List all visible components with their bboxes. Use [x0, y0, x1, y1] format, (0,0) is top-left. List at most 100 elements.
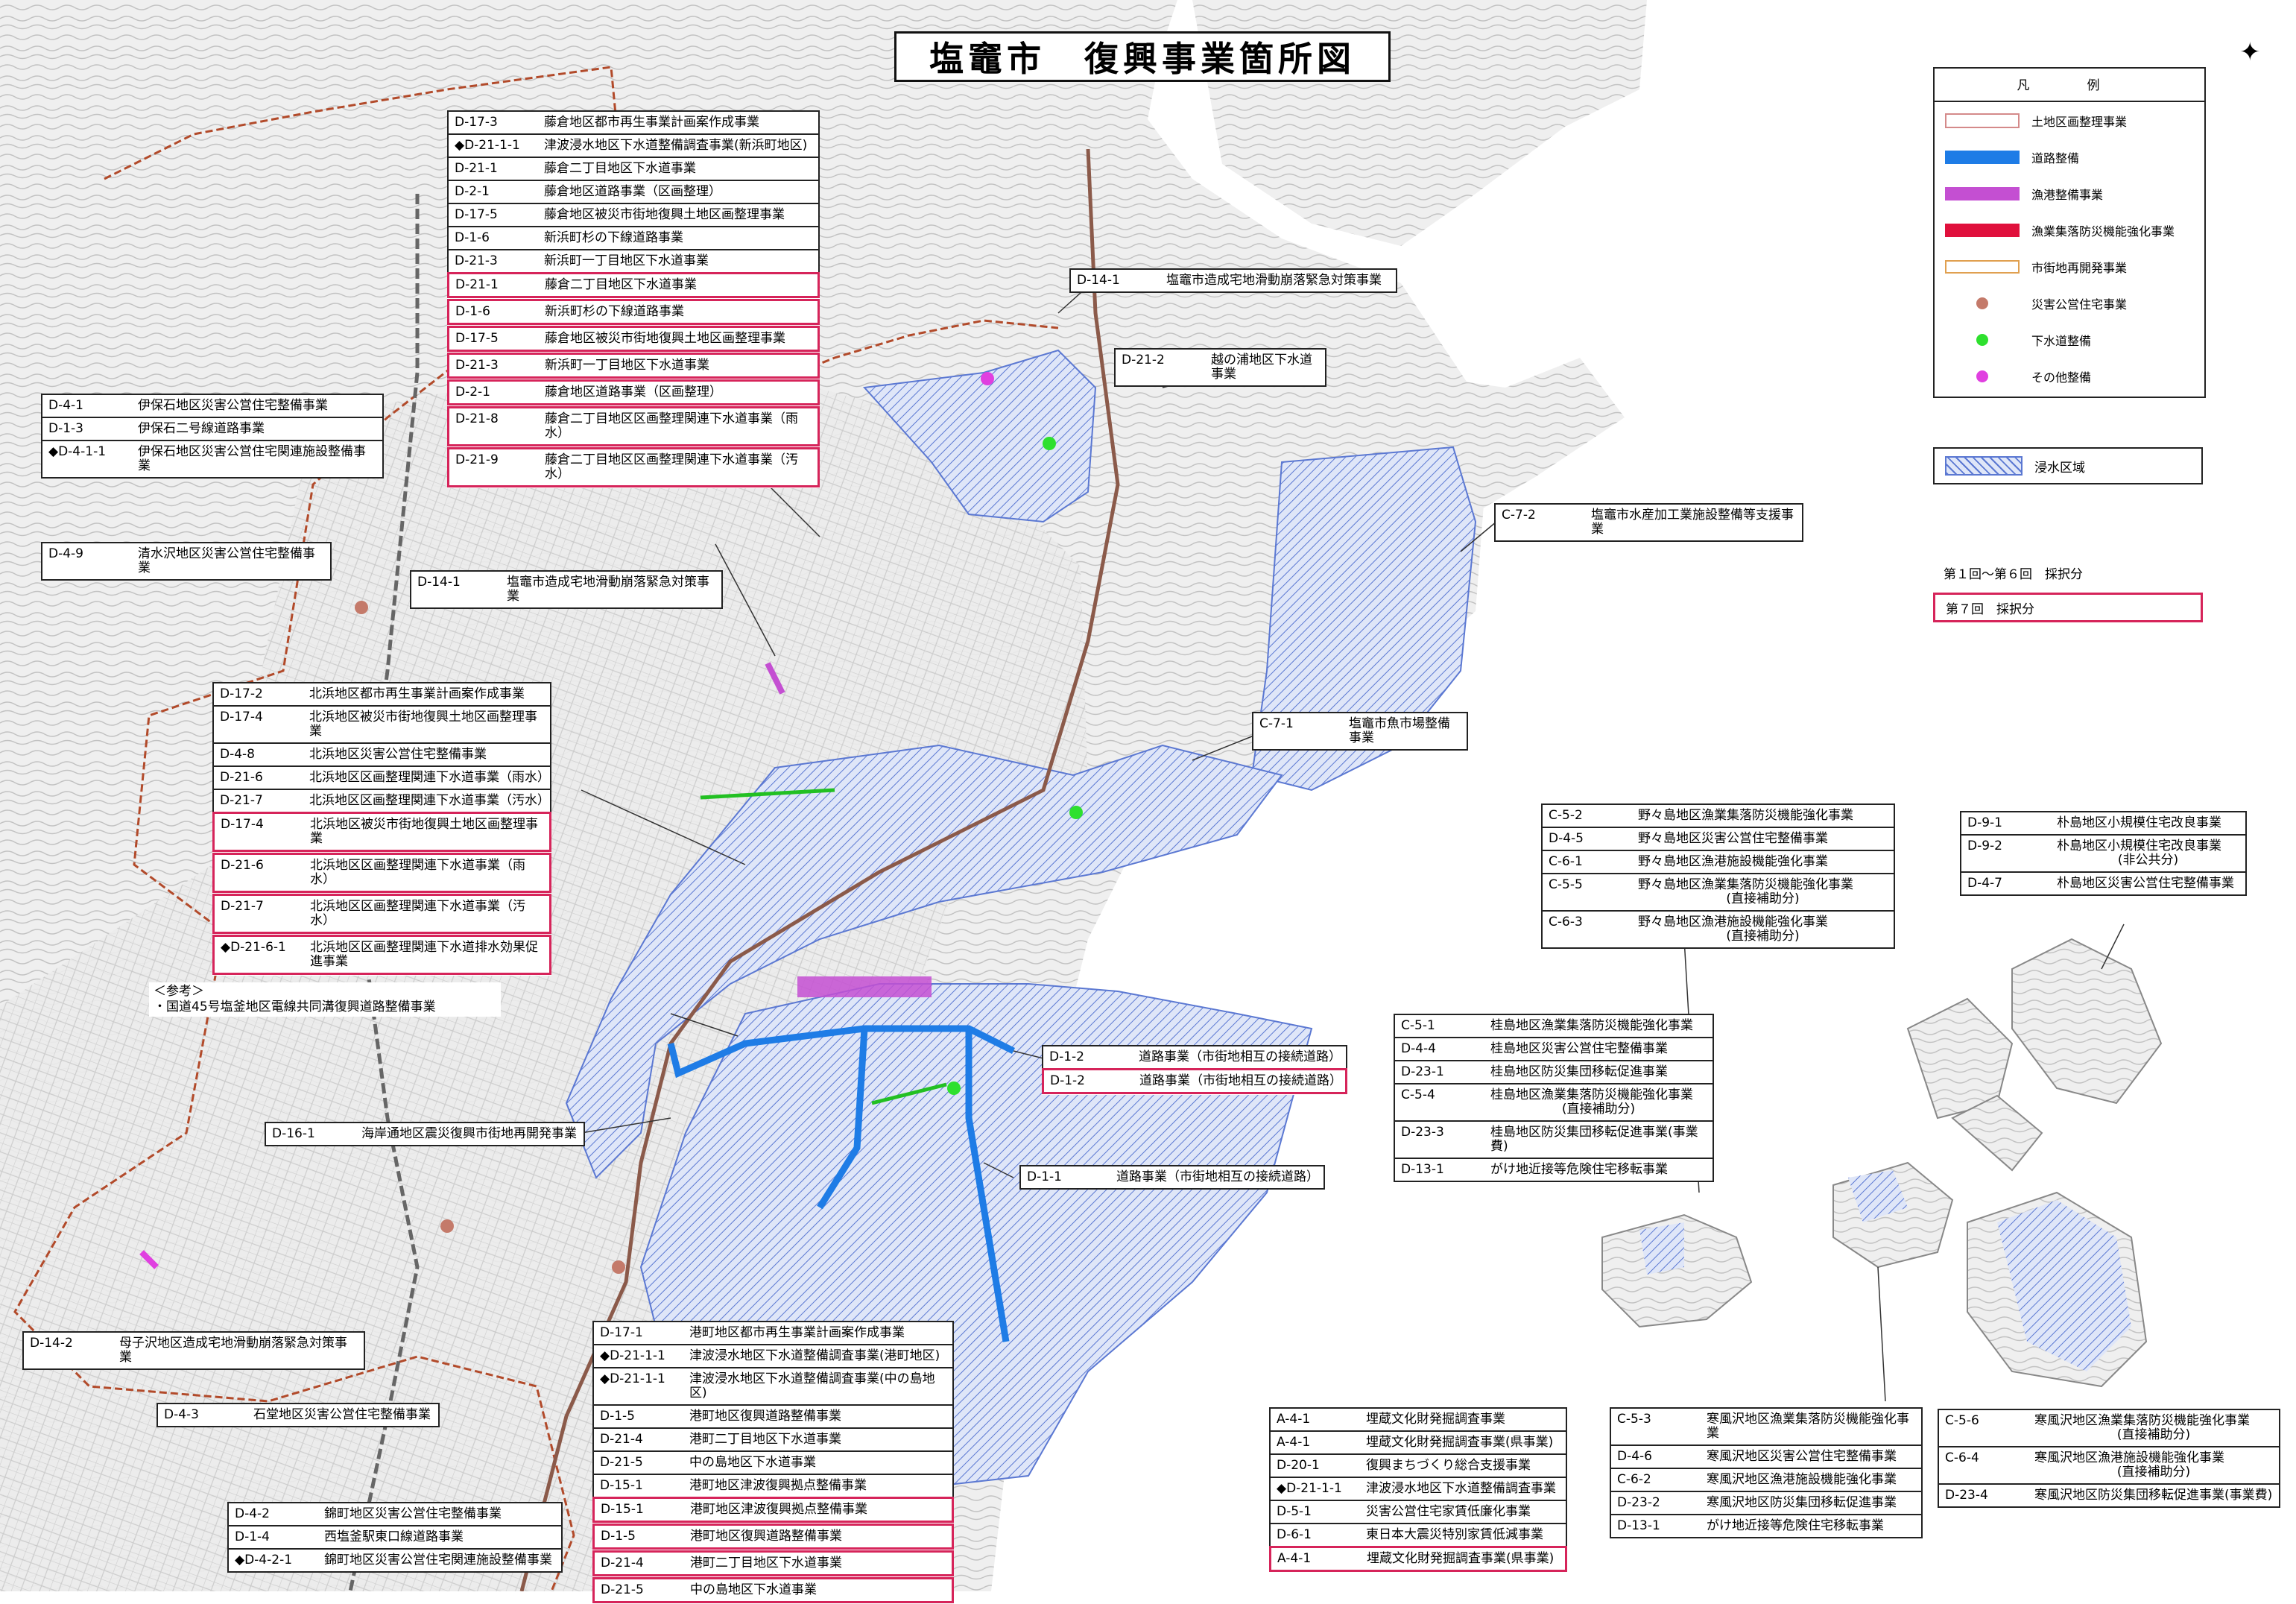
legend-item: 市街地再開発事業 — [1935, 248, 2204, 285]
project-label: 塩竈市造成宅地滑動崩落緊急対策事業 — [1166, 273, 1382, 288]
project-label: 新浜町杉の下線道路事業 — [545, 304, 684, 319]
project-label: 北浜地区区画整理関連下水道事業（雨水） — [309, 770, 550, 785]
project-label: 寒風沢地区漁港施設機能強化事業 — [2034, 1450, 2224, 1465]
project-label-wrap: 新浜町一丁目地区下水道事業 — [544, 254, 812, 268]
project-code: C-5-6 — [1945, 1413, 1979, 1428]
project-entry: D-4-8 北浜地区災害公営住宅整備事業 — [212, 742, 551, 767]
project-code: D-21-6 — [221, 858, 264, 873]
project-label-wrap: 塩竈市魚市場整備事業 — [1349, 717, 1461, 745]
project-label: 朴島地区小規模住宅改良事業 — [2057, 815, 2221, 830]
project-code: D-1-2 — [1049, 1049, 1084, 1064]
public-housing-dot-icon — [1945, 297, 2020, 309]
project-label-wrap: 北浜地区区画整理関連下水道排水効果促進事業 — [310, 941, 543, 969]
legend-heading: 凡 例 — [1935, 69, 2204, 102]
fishing-port-line — [765, 662, 785, 695]
project-label: 伊保石地区災害公営住宅関連施設整備事業 — [138, 444, 366, 473]
project-code: D-1-5 — [600, 1409, 635, 1424]
project-label-wrap: 北浜地区区画整理関連下水道事業（汚水） — [309, 794, 550, 808]
project-label-wrap: がけ地近接等危険住宅移転事業 — [1490, 1163, 1707, 1177]
legend-item-label: 下水道整備 — [2031, 333, 2092, 348]
project-label: 北浜地区区画整理関連下水道事業（汚水） — [309, 793, 550, 808]
legend: 凡 例 土地区画整理事業道路整備漁港整備事業漁業集落防災機能強化事業市街地再開発… — [1933, 67, 2206, 398]
project-label-wrap: 道路事業（市街地相互の接続道路） — [1139, 1050, 1341, 1064]
project-label-wrap: 北浜地区都市再生事業計画案作成事業 — [309, 687, 544, 701]
project-label-wrap: 北浜地区災害公営住宅整備事業 — [309, 748, 544, 762]
project-code: D-17-2 — [220, 686, 263, 701]
project-label: 津波浸水地区下水道整備調査事業(中の島地区) — [689, 1371, 935, 1401]
project-code: D-4-8 — [220, 747, 255, 762]
project-label-sub: (直接補助分) — [1726, 891, 1800, 906]
project-label: 海岸通地区震災復興市街地再開発事業 — [361, 1126, 577, 1141]
project-label-wrap: 津波浸水地区下水道整備調査事業(港町地区) — [689, 1349, 946, 1363]
project-code: ◆D-21-1-1 — [455, 138, 520, 153]
project-label: 埋蔵文化財発掘調査事業(県事業) — [1366, 1435, 1554, 1450]
project-code: D-13-1 — [1617, 1518, 1660, 1533]
project-label: 寒風沢地区災害公営住宅整備事業 — [1707, 1449, 1897, 1464]
project-code: C-6-1 — [1549, 854, 1583, 869]
project-label: 津波浸水地区下水道整備調査事業(新浜町地区) — [544, 138, 808, 153]
project-code: ◆D-21-1-1 — [600, 1371, 665, 1386]
legend-item-label: 市街地再開発事業 — [2031, 260, 2128, 275]
project-entry: D-21-7 北浜地区区画整理関連下水道事業（汚水） — [212, 789, 551, 813]
project-label-sub: (直接補助分) — [2116, 1465, 2191, 1480]
project-label-wrap: 伊保石地区災害公営住宅整備事業 — [138, 399, 376, 413]
project-label: 藤倉二丁目地区区画整理関連下水道事業（汚水） — [545, 452, 798, 481]
project-label: 錦町地区災害公営住宅関連施設整備事業 — [324, 1553, 552, 1567]
legend-inundation: 浸水区域 — [1933, 447, 2203, 484]
project-label: 寒風沢地区漁業集落防災機能強化事業 — [1707, 1412, 1909, 1441]
project-label-wrap: 野々島地区災害公営住宅整備事業 — [1638, 832, 1888, 846]
project-code: D-21-5 — [601, 1582, 644, 1597]
project-code: D-21-7 — [220, 793, 263, 808]
project-label: 北浜地区被災市街地復興土地区画整理事業 — [310, 817, 538, 846]
project-label-wrap: 朴島地区小規模住宅改良事業(非公共分) — [2057, 839, 2239, 868]
project-entry: D-1-2 道路事業（市街地相互の接続道路） — [1042, 1045, 1347, 1070]
project-label-wrap: 埋蔵文化財発掘調査事業(県事業) — [1367, 1552, 1559, 1566]
project-code: D-17-1 — [600, 1325, 643, 1340]
project-label-sub: (直接補助分) — [2116, 1427, 2191, 1442]
project-label: 塩竈市魚市場整備事業 — [1349, 716, 1450, 745]
project-label-wrap: 越の浦地区下水道事業 — [1211, 353, 1319, 382]
project-code: D-21-1 — [455, 161, 498, 176]
sewer-dot-icon — [1945, 333, 2020, 346]
road-d1-2 — [667, 1025, 1016, 1079]
project-code: D-23-1 — [1401, 1064, 1444, 1079]
project-label-wrap: 伊保石地区災害公営住宅関連施設整備事業 — [138, 445, 376, 473]
project-label: 北浜地区区画整理関連下水道排水効果促進事業 — [310, 940, 538, 969]
project-code: D-23-4 — [1945, 1488, 1988, 1503]
project-code: ◆D-21-1-1 — [1277, 1481, 1342, 1496]
fishing-village-swatch-icon — [1945, 223, 2020, 237]
project-code: ◆D-4-2-1 — [235, 1553, 293, 1567]
project-label-wrap: 藤倉地区道路事業（区画整理） — [544, 185, 812, 199]
road-d1-1 — [817, 1028, 1010, 1342]
project-code: D-6-1 — [1277, 1527, 1312, 1542]
